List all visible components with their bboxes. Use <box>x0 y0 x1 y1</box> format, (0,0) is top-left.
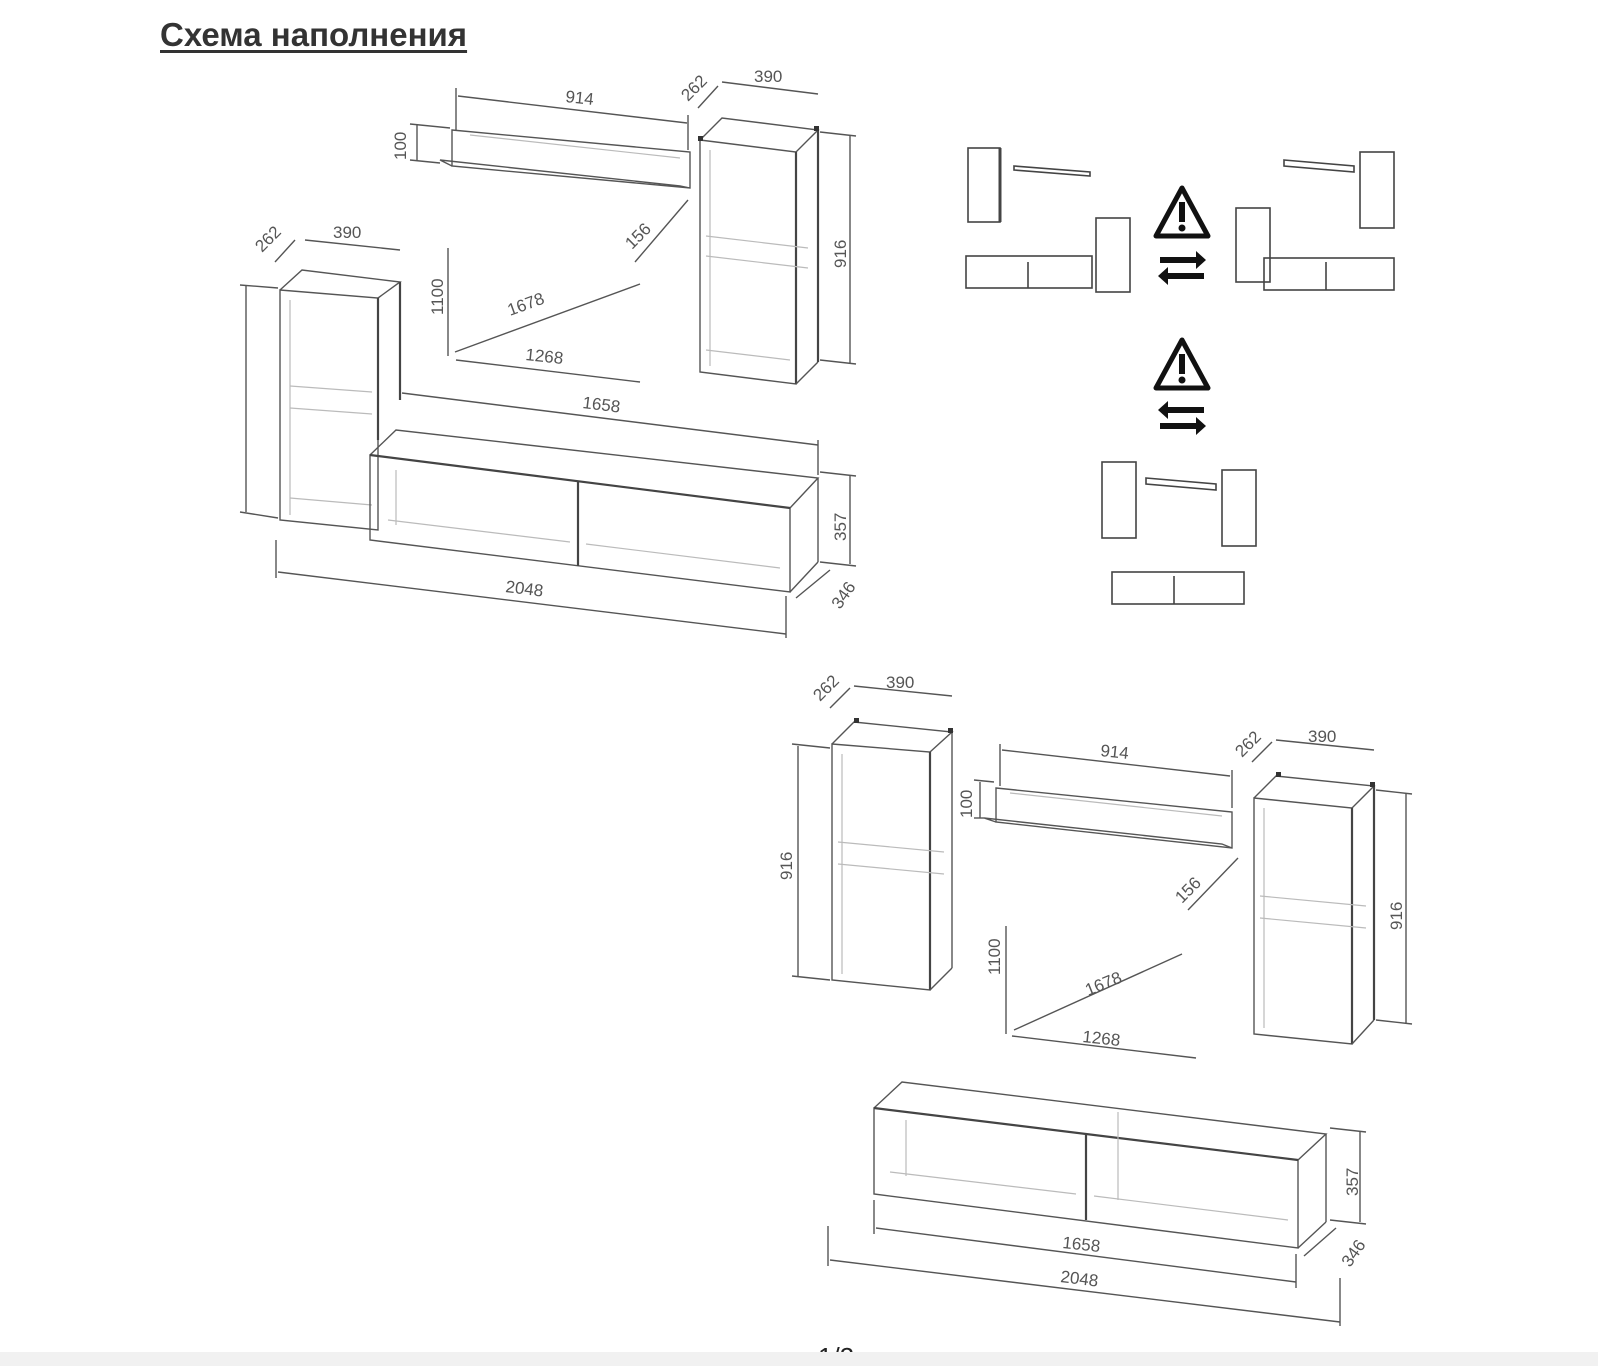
dim-bottom-diag-length: 1678 <box>1082 968 1124 1000</box>
dim-left-cab-depth: 262 <box>251 222 284 255</box>
bottom-configuration: 262 390 916 914 <box>777 671 1413 1326</box>
dim-right-cab-height: 916 <box>831 240 850 268</box>
bottom-mount-dims: 1100 1678 1268 <box>985 926 1197 1059</box>
dim-total-width: 2048 <box>505 577 545 600</box>
dim-bottom-shelf-height: 100 <box>957 790 976 818</box>
dim-tv-height: 357 <box>831 513 850 541</box>
dim-bottom-tv-width: 1658 <box>1062 1233 1102 1256</box>
layout-variants <box>965 147 1395 605</box>
top-tv-stand: 1658 357 346 2048 <box>275 392 860 638</box>
top-left-cabinet: 262 390 <box>239 222 402 531</box>
dim-bottom-left-height: 916 <box>777 852 796 880</box>
dim-bottom-shelf-width: 914 <box>1100 741 1130 763</box>
dim-diag-length: 1678 <box>505 289 547 320</box>
dim-bottom-left-width: 390 <box>886 673 914 692</box>
dim-shelf-height: 100 <box>391 132 410 160</box>
viewer-bottom-bar <box>0 1352 1598 1366</box>
dim-bottom-right-depth: 262 <box>1231 727 1264 760</box>
swap-arrows-icon <box>1158 251 1206 285</box>
top-configuration: 914 100 156 <box>239 67 860 638</box>
dim-tv-inner-width: 1658 <box>582 393 622 416</box>
variant-a-thumbnail <box>965 147 1131 293</box>
top-right-cabinet: 262 390 916 <box>677 67 857 385</box>
dim-bottom-base-length: 1268 <box>1082 1027 1122 1050</box>
bottom-right-cabinet: 262 390 916 <box>1231 727 1413 1045</box>
bottom-tv-stand: 357 346 1658 2048 <box>827 1081 1370 1326</box>
dim-right-cab-width: 390 <box>754 67 782 86</box>
dim-tv-depth: 346 <box>828 578 860 612</box>
variant-b-thumbnail <box>1235 151 1395 291</box>
dim-bottom-right-height: 916 <box>1387 902 1406 930</box>
warning-triangle-icon <box>1153 337 1211 391</box>
top-wall-shelf: 914 100 156 <box>391 87 691 263</box>
dim-bottom-tv-depth: 346 <box>1338 1236 1370 1270</box>
warning-triangle-icon <box>1153 185 1211 239</box>
dim-bottom-tv-height: 357 <box>1343 1168 1362 1196</box>
dim-bottom-total-width: 2048 <box>1060 1267 1100 1290</box>
swap-arrows-icon <box>1158 401 1206 435</box>
top-mount-dims: 1100 1678 1268 <box>428 248 641 383</box>
bottom-wall-shelf: 914 100 156 <box>957 741 1239 911</box>
dim-bottom-shelf-depth: 156 <box>1171 873 1204 906</box>
dim-left-cab-width: 390 <box>333 223 361 242</box>
dim-bottom-mount-height: 1100 <box>985 938 1004 975</box>
dim-base-length: 1268 <box>525 345 565 368</box>
dim-bottom-right-width: 390 <box>1308 727 1336 746</box>
variant-c-thumbnail <box>1101 461 1257 605</box>
dim-shelf-depth: 156 <box>621 219 654 252</box>
page-title: Схема наполнения <box>160 16 468 53</box>
dim-mount-height: 1100 <box>428 278 447 315</box>
dim-shelf-width: 914 <box>565 87 595 109</box>
bottom-left-cabinet: 262 390 916 <box>777 671 954 991</box>
